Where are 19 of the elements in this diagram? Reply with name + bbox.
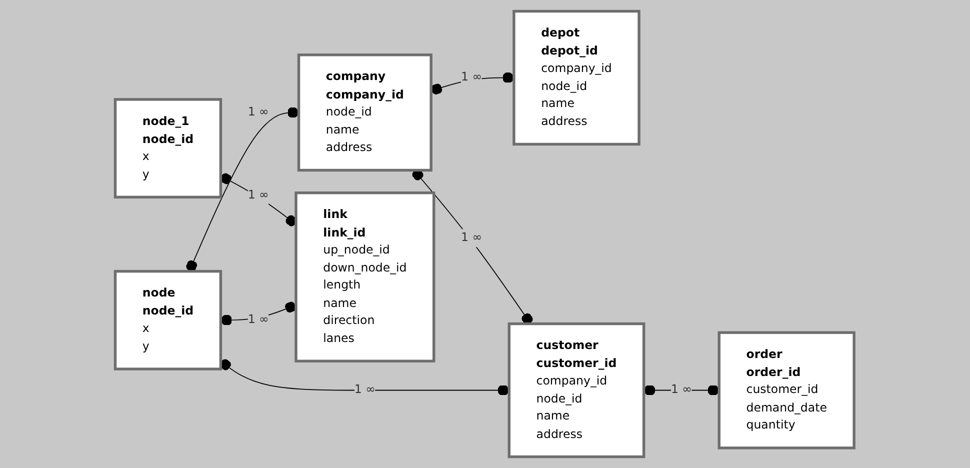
edge-label: 1 ∞	[354, 383, 376, 397]
node-box: company company_id node_id name address	[298, 54, 433, 172]
node-box: depot depot_id company_id node_id name address	[512, 10, 641, 146]
node-box: node_1 node_id x y	[114, 98, 222, 198]
connector	[186, 107, 300, 272]
edge-label: 1 ∞	[671, 383, 692, 397]
connector	[430, 72, 515, 95]
edge-label: 1 ∞	[248, 106, 270, 120]
connector	[220, 302, 297, 326]
edge-label: 1 ∞	[248, 313, 270, 327]
node-box: order order_id customer_id demand_date quantity	[718, 331, 856, 450]
connector	[220, 359, 510, 396]
node-box: link link_id up_node_id down_node_id length name direction lanes	[294, 191, 436, 362]
edge-label: 1 ∞	[248, 188, 270, 202]
node-box: node node_id x y	[114, 270, 222, 370]
node-box: customer customer_id company_id node_id name address	[508, 322, 646, 458]
edge-label: 1 ∞	[461, 230, 482, 245]
connector	[412, 169, 534, 324]
edge-label: 1 ∞	[461, 70, 482, 84]
